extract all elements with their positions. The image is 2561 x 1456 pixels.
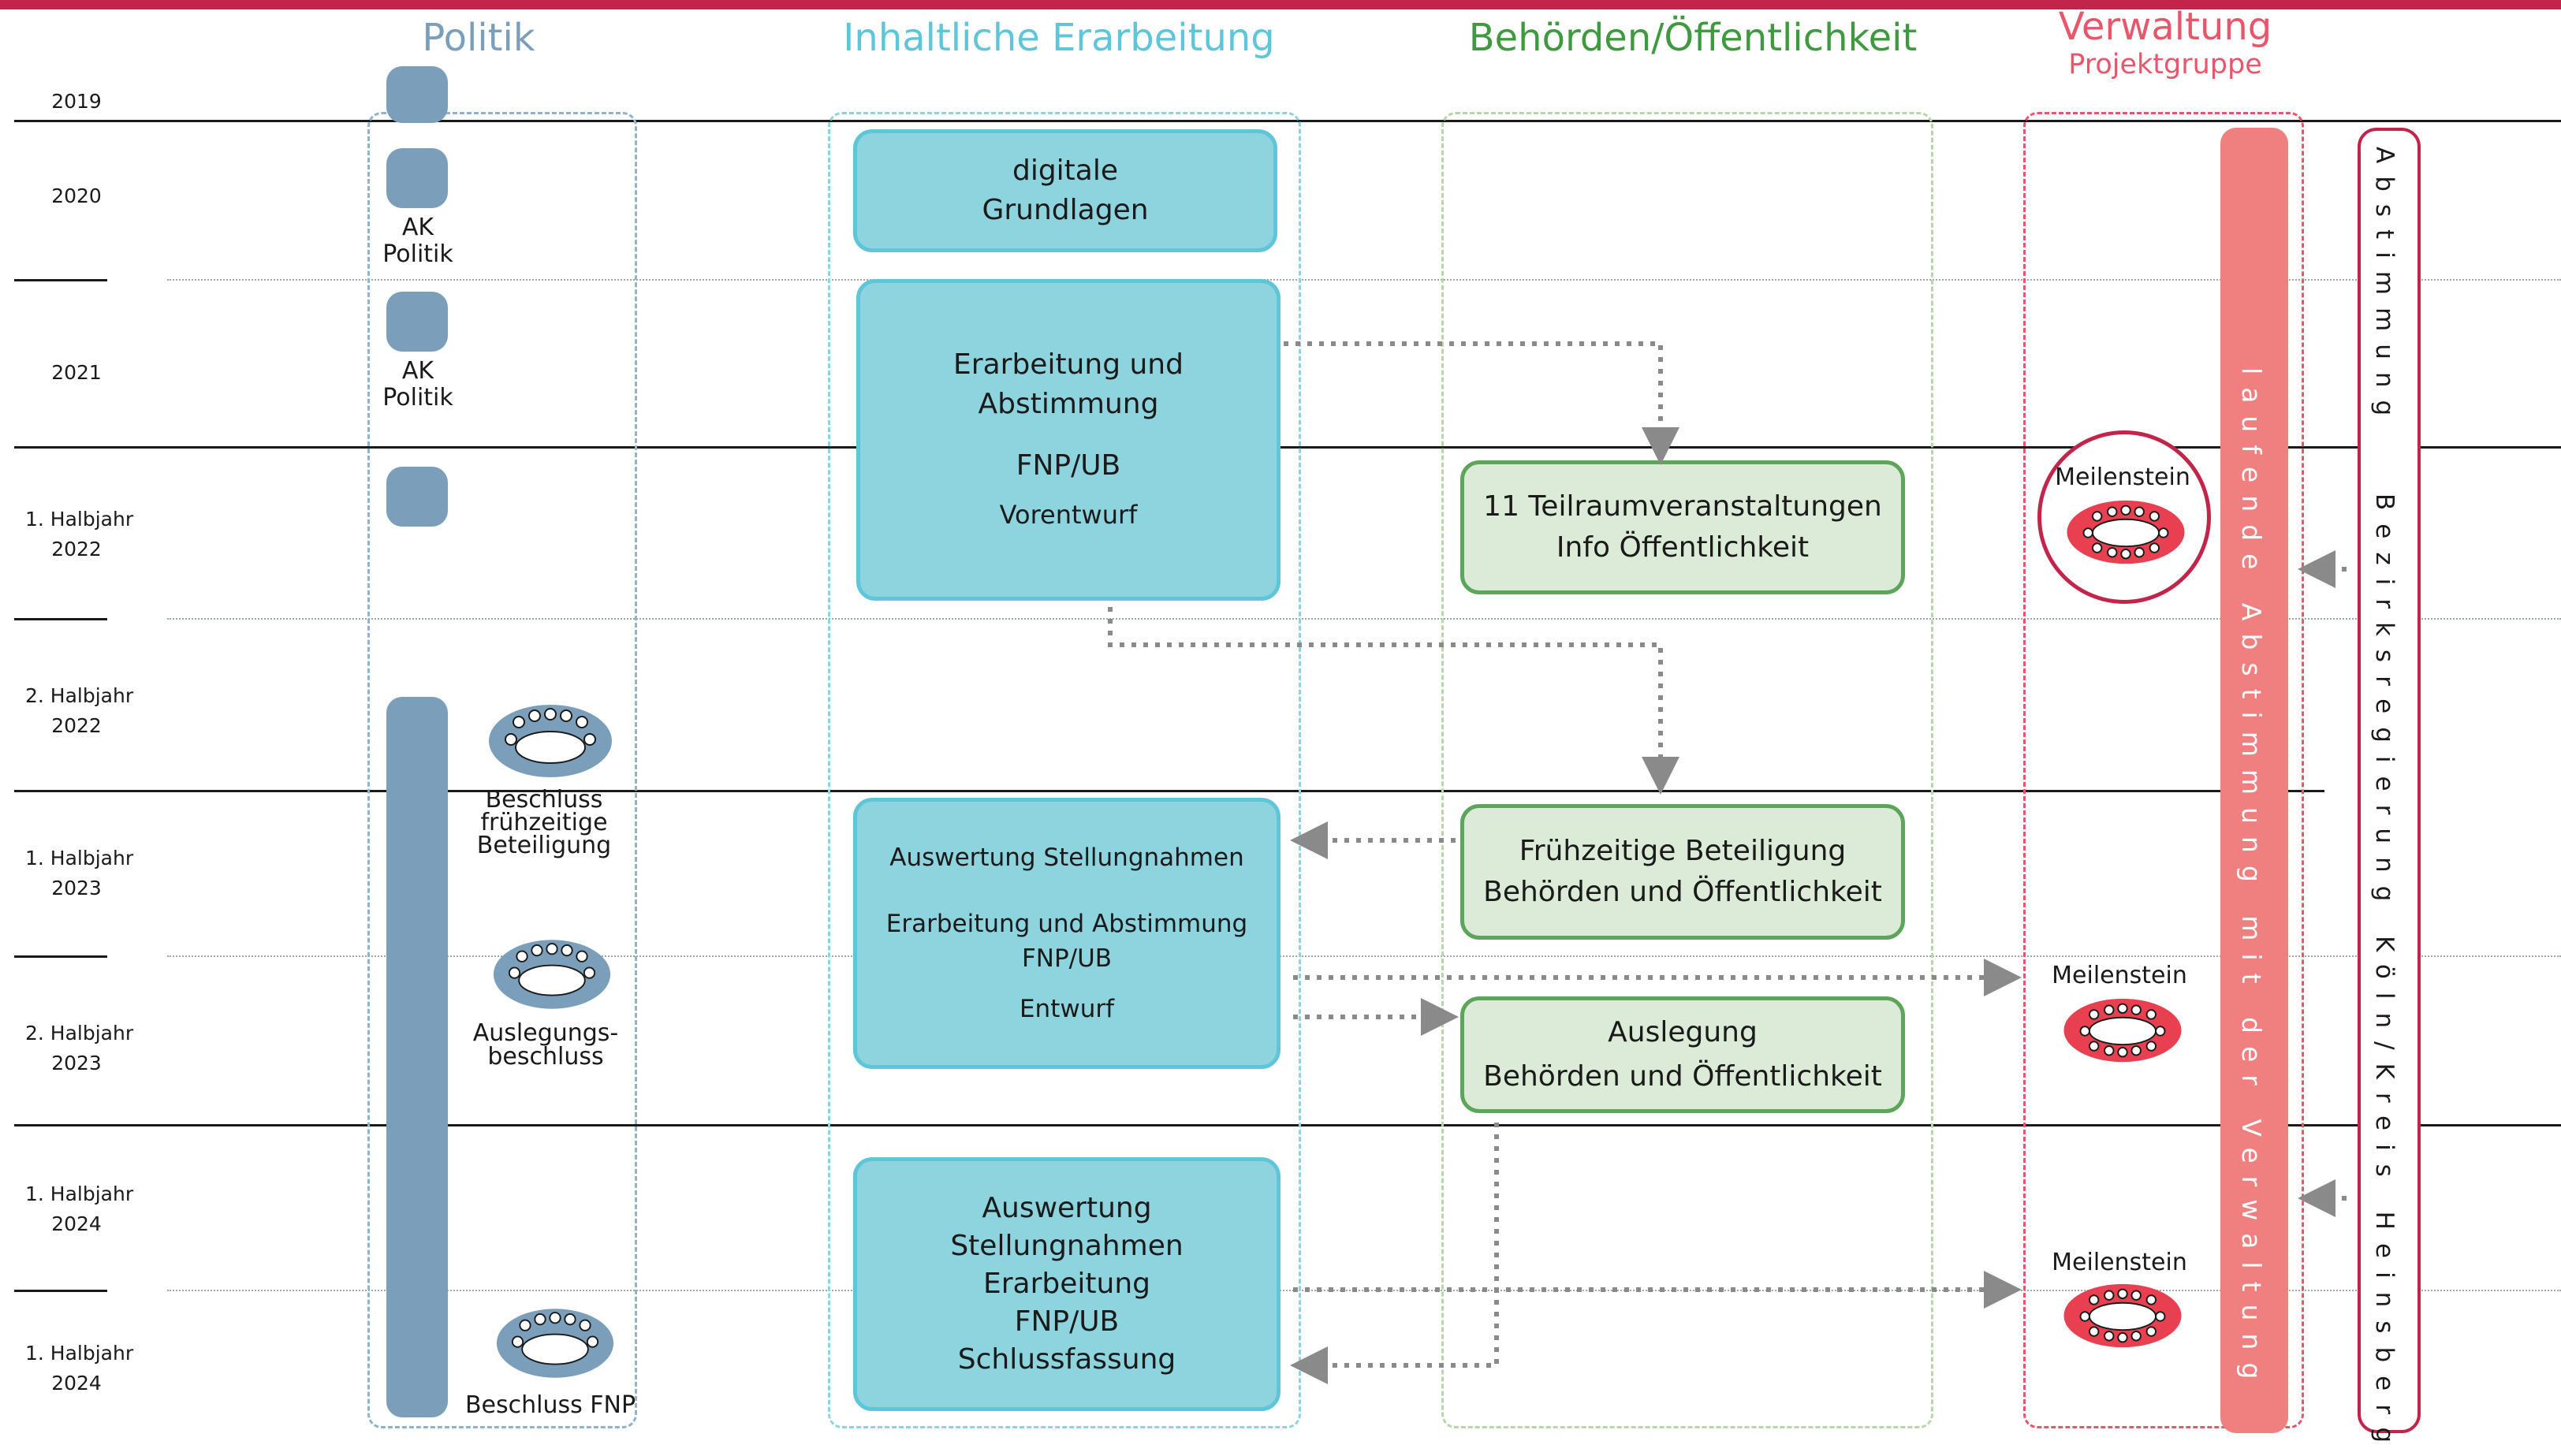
header-politik: Politik [422,16,535,60]
abstimmung-label: Abstimmung [2370,147,2399,429]
header-inhaltliche-erarbeitung: Inhaltliche Erarbeitung [843,16,1275,60]
council-meeting-icon [496,1309,614,1378]
lane-inhaltliche-erarbeitung [828,112,1301,1428]
header-projektgruppe: Projektgruppe [2068,49,2262,80]
bezirksregierung-label: Bezirksregierung Köln/Kreis Heinsberg [2370,493,2399,1456]
beschluss-fnp-label: Beschluss FNP [464,1391,636,1419]
halfyear-divider [167,279,2561,281]
meeting-table-icon [2063,998,2182,1063]
tick [14,618,107,620]
bezirksregierung-bar [2358,128,2421,1433]
meilenstein-label: Meilenstein [2052,1249,2187,1276]
politik-process-bar [386,697,448,1417]
timeline-label: 2020 [51,184,102,207]
tick [14,279,107,281]
header-behoerden: Behörden/Öffentlichkeit [1468,16,1918,60]
ak-politik-marker [386,66,448,123]
halfyear-divider [167,955,2561,957]
ak-politik-marker [386,148,448,208]
ak-politik-marker [386,467,448,527]
halfyear-divider [167,618,2561,620]
meilenstein-label: Meilenstein [2055,464,2190,491]
header-verwaltung: Verwaltung [2058,5,2272,49]
top-accent-bar [0,0,2561,9]
verwaltung-bar-label: laufende Abstimmung mit der Verwaltung [2236,367,2267,1392]
ak-politik-marker [386,292,448,352]
verwaltung-abstimmung-bar [2220,128,2288,1433]
timeline-label: 2021 [51,361,102,384]
entwurf-box: Auswertung Stellungnahmen Erarbeitung un… [853,798,1280,1069]
meilenstein-label: Meilenstein [2052,962,2187,989]
lane-politik [367,112,637,1428]
council-meeting-icon [489,705,612,777]
council-meeting-icon [493,940,611,1009]
meeting-table-icon [2063,1283,2182,1348]
timeline-label: 2019 [51,90,102,113]
tick [14,1290,107,1292]
lane-behoerden [1441,112,1933,1428]
year-divider [14,446,2561,449]
auslegungsbeschluss-label: Auslegungs-beschluss [472,1019,619,1071]
year-divider [14,790,2324,792]
tick [14,955,107,958]
year-divider [14,1124,2561,1126]
lane-verwaltung [2023,112,2304,1428]
meeting-table-icon [2067,500,2185,564]
